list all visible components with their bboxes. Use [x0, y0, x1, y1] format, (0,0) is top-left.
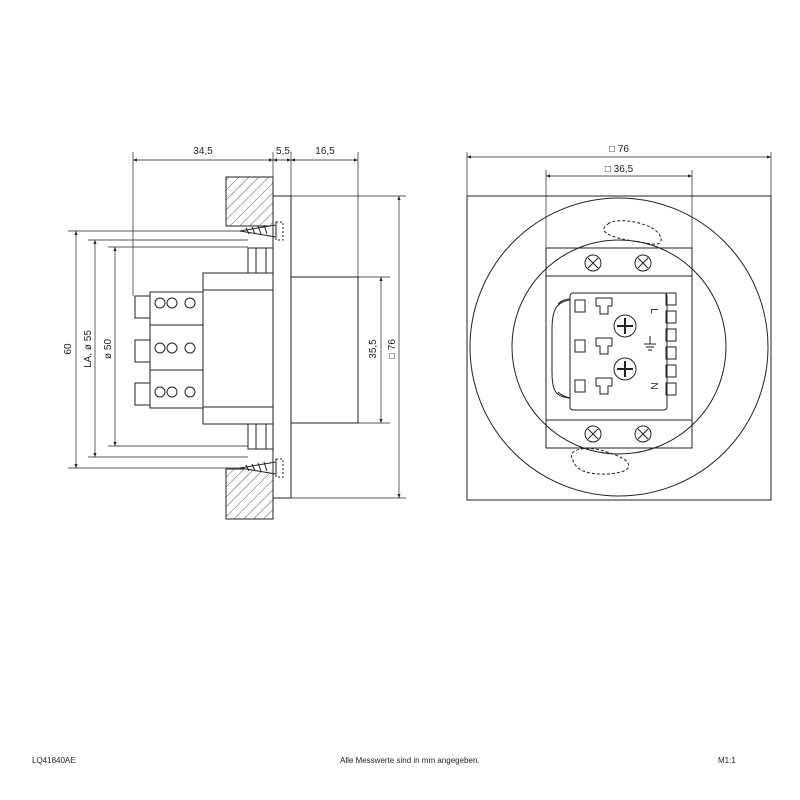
- connector-block: [551, 292, 677, 411]
- terminal-l-label: L: [648, 308, 659, 314]
- front-cap: [290, 276, 359, 424]
- dim-inner-label: □ 36,5: [605, 164, 634, 175]
- slot-top: [603, 220, 662, 245]
- front-plate: [466, 195, 772, 501]
- measurement-note: Alle Messwerte sind in mm angegeben.: [340, 756, 480, 765]
- cover-frame: [272, 195, 292, 499]
- dimension-lines-front: [466, 152, 772, 248]
- dim-depth-label: 34,5: [193, 146, 213, 157]
- screw-bottom: [239, 458, 284, 478]
- scale-label: M1:1: [718, 756, 736, 765]
- insert-frame: [545, 247, 693, 449]
- fixing-screws: [584, 254, 652, 443]
- front-view: [466, 152, 772, 501]
- side-view: [68, 152, 406, 520]
- dim-355-label: 35,5: [368, 339, 379, 359]
- dim-frame-label: 5,5: [276, 146, 290, 157]
- ground-icon: [644, 336, 656, 351]
- article-number: LQ41840AE: [32, 756, 76, 765]
- screw-top: [239, 221, 284, 241]
- inner-ring: [511, 239, 727, 455]
- dim-76-side-label: □ 76: [387, 339, 398, 359]
- terminal-n-label: N: [648, 382, 659, 389]
- dim-la55-label: LA, ø 55: [83, 330, 94, 368]
- terminal-block: [134, 291, 204, 409]
- dim-height-label: 60: [63, 343, 74, 355]
- dim-front-label: 16,5: [315, 146, 335, 157]
- dim-d50-label: ø 50: [103, 339, 114, 359]
- dim-width-label: □ 76: [609, 144, 629, 155]
- slot-bottom: [570, 447, 630, 475]
- dimension-lines-side: [68, 152, 406, 499]
- outer-ring: [469, 197, 769, 497]
